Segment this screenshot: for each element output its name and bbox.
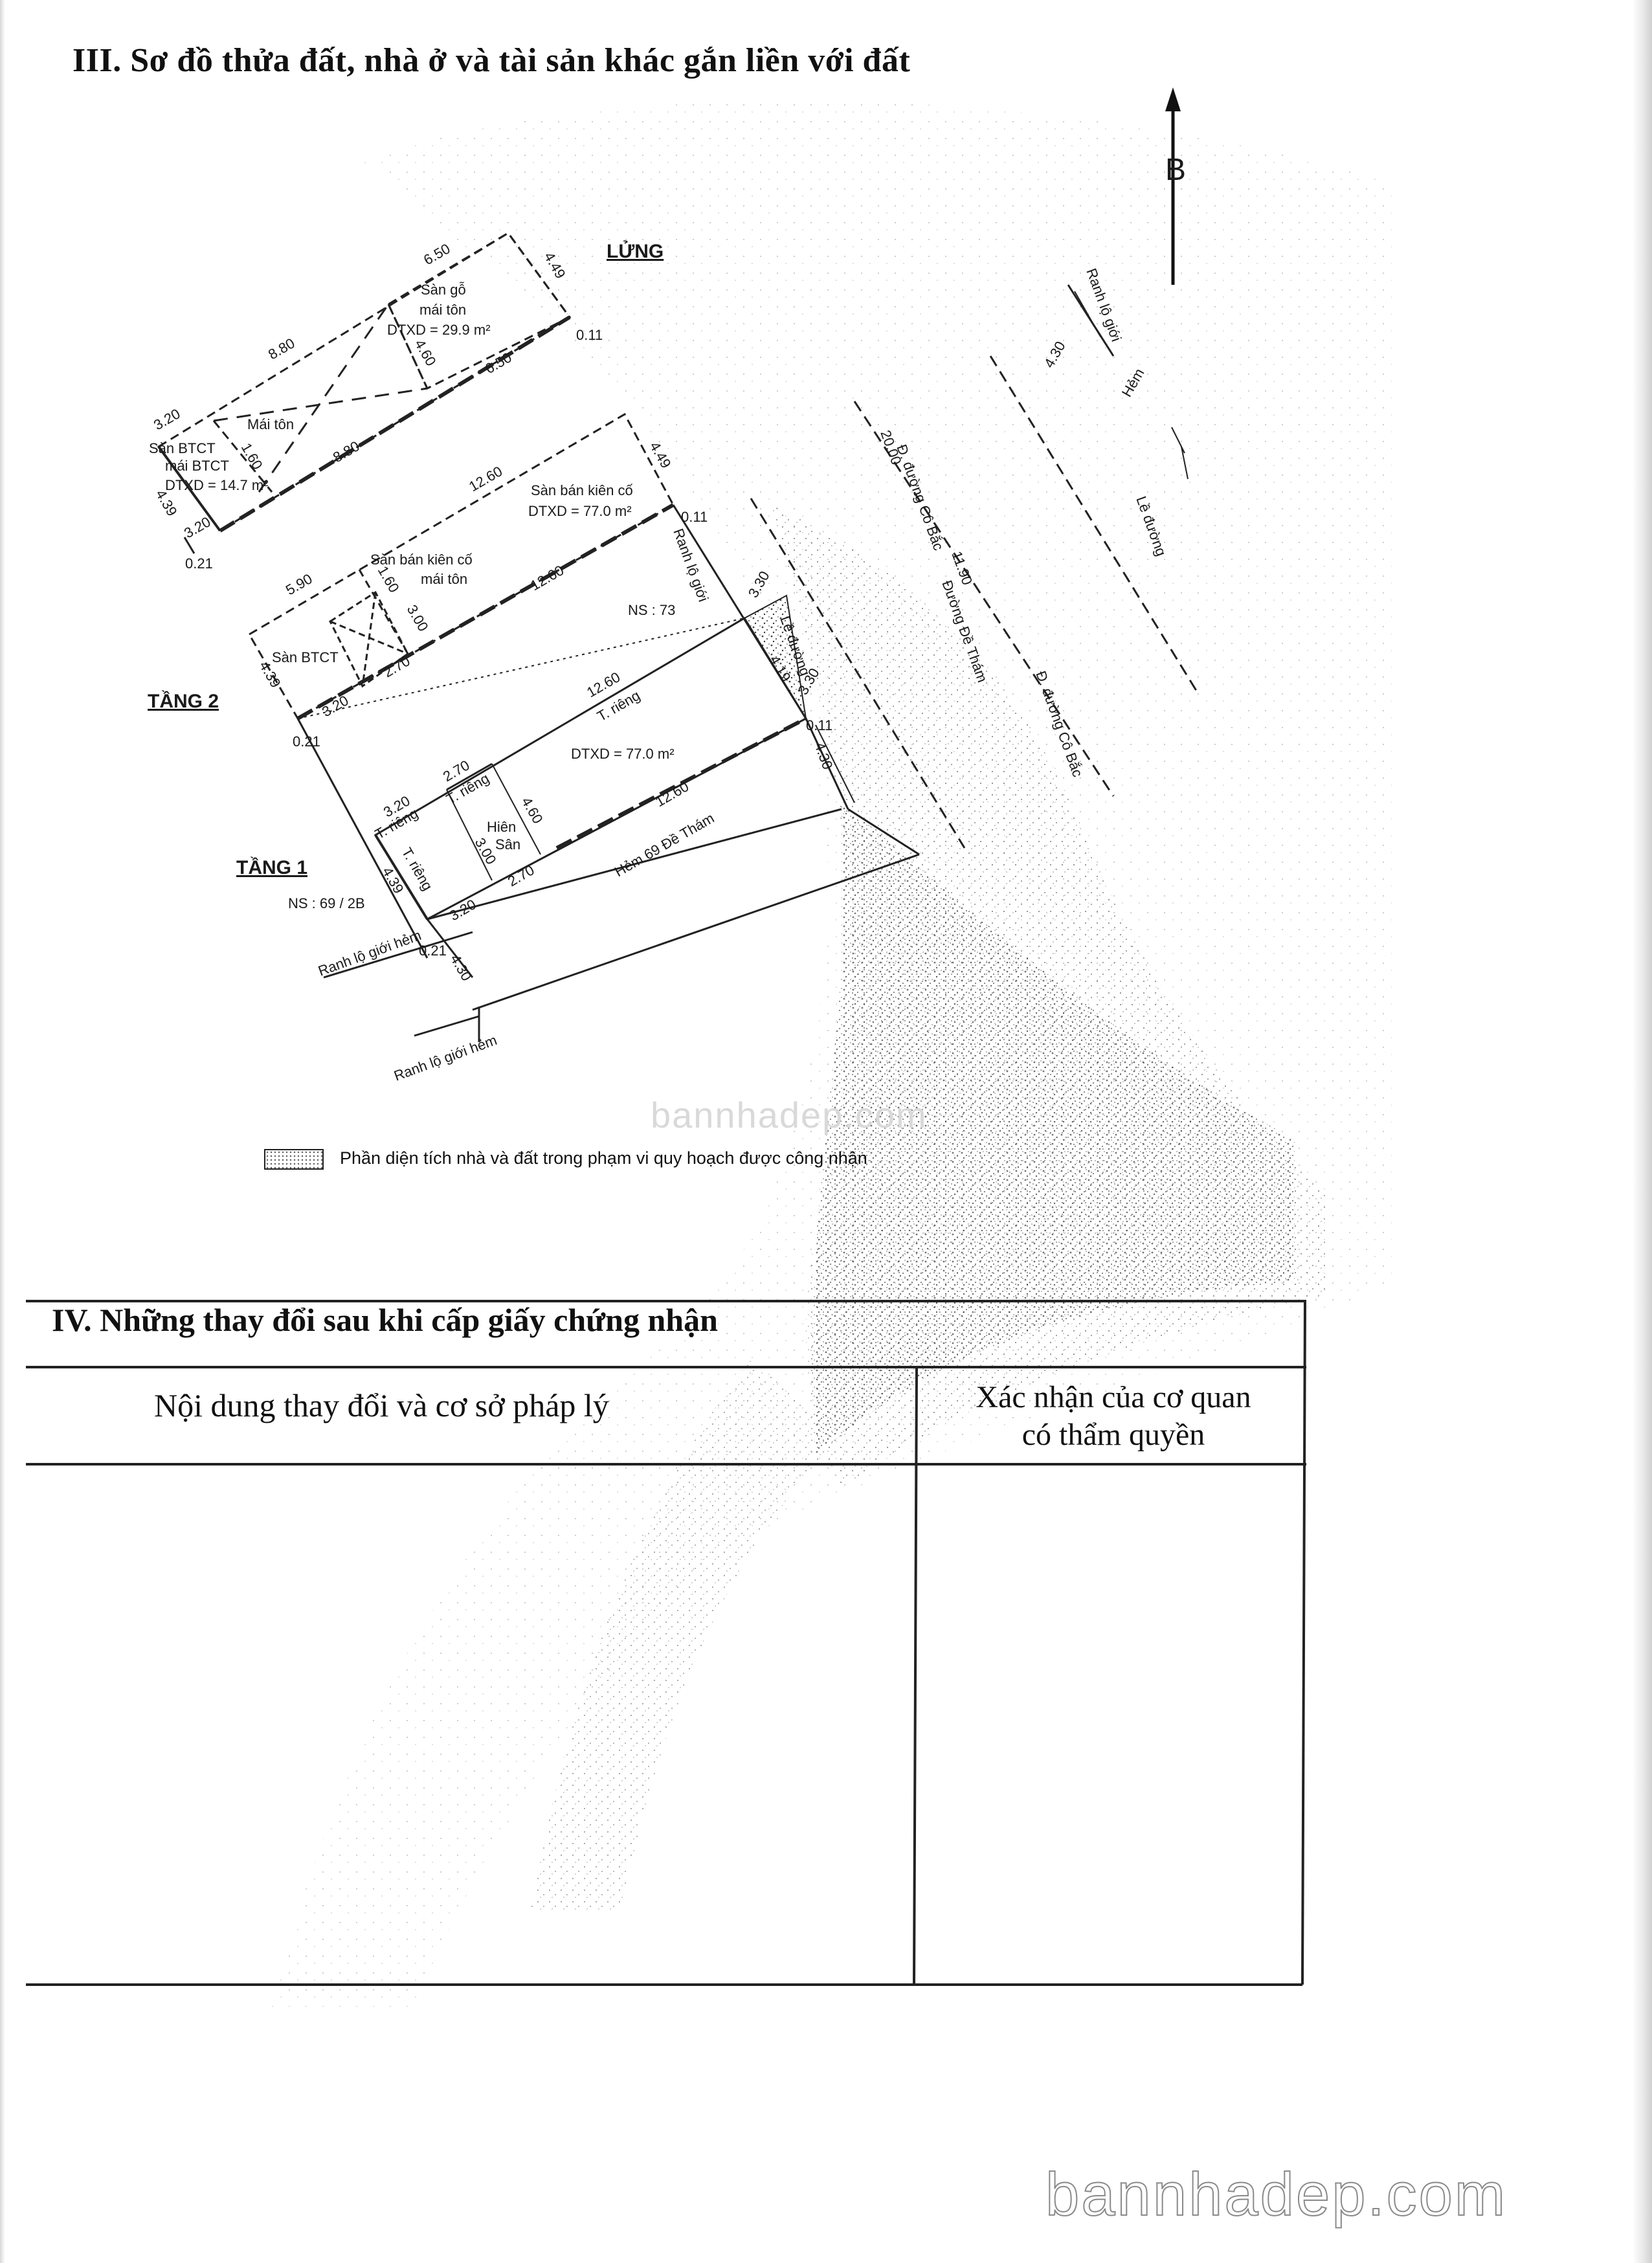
legend-text: Phần diện tích nhà và đất trong phạm vi … xyxy=(340,1148,867,1168)
t2-san-ban-kien-co: Sàn bán kiên cố xyxy=(531,482,633,498)
changes-table-lines xyxy=(26,1300,1306,1986)
t2-san-ban-kien-co-2: Sàn bán kiên cố xyxy=(370,552,473,568)
t1-san: Sân xyxy=(495,836,520,853)
lung-dtxd-b: DTXD = 14.7 m² xyxy=(165,477,269,493)
t2-dim-021: 0.21 xyxy=(293,733,320,750)
t2-mai-ton: mái tôn xyxy=(421,571,467,587)
road-lines xyxy=(750,284,1199,849)
t1-hem: Hẻm 69 Đề Thám xyxy=(612,810,717,880)
lung-dim-320-b: 3.20 xyxy=(181,513,214,541)
t2-dim-300: 3.00 xyxy=(404,602,432,634)
lung-san-go: Sàn gỗ xyxy=(421,282,466,298)
t2-dim-1260-b: 12.60 xyxy=(528,562,566,594)
scan-right-edge xyxy=(1633,0,1652,2263)
north-label: B xyxy=(1165,153,1186,187)
t2-dim-1260-a: 12.60 xyxy=(466,463,505,495)
t1-dtxd: DTXD = 77.0 m² xyxy=(571,746,675,762)
column-header-authority-line1: Xác nhận của cơ quan xyxy=(976,1380,1251,1414)
lung-mai-btct: mái BTCT xyxy=(165,458,229,474)
section-4-title: IV. Những thay đổi sau khi cấp giấy chứn… xyxy=(52,1302,718,1338)
t1-dim-430: 4.30 xyxy=(447,952,475,984)
floor-lung-drawing xyxy=(157,231,572,554)
section-3-title: III. Sơ đồ thửa đất, nhà ở và tài sản kh… xyxy=(73,42,911,79)
lung-dim-880-top: 8.80 xyxy=(265,335,298,362)
t1-dim-270-b: 2.70 xyxy=(505,862,537,889)
t1-ranh-lo-gioi-hem-b: Ranh lộ giới hẻm xyxy=(392,1032,499,1084)
lung-dim-320-a: 3.20 xyxy=(151,405,183,433)
t2-dim-320: 3.20 xyxy=(319,692,352,720)
stipple-shading-dense xyxy=(812,803,1295,1456)
watermark-bottom: bannhadep.com xyxy=(1045,2159,1508,2229)
north-arrow-icon xyxy=(1165,87,1181,285)
legend-swatch xyxy=(264,1149,324,1170)
t1-dim-1260-a: 12.60 xyxy=(584,669,623,700)
t1-dim-439: 4.39 xyxy=(379,864,407,897)
lung-san-btct: Sàn BTCT xyxy=(149,440,216,456)
t2-dtxd: DTXD = 77.0 m² xyxy=(528,503,632,519)
t1-hien: Hiên xyxy=(487,819,516,835)
scan-left-edge xyxy=(0,0,5,2263)
t1-ranh-lo-gioi-hem-a: Ranh lộ giới hẻm xyxy=(316,927,423,979)
t2-dim-011: 0.11 xyxy=(681,509,708,525)
road-dim-011: 0.11 xyxy=(806,717,832,733)
t1-dim-1260-b: 12.60 xyxy=(653,778,691,810)
t1-ns: NS : 69 / 2B xyxy=(288,895,365,911)
column-header-authority: Xác nhận của cơ quan có thẩm quyền xyxy=(919,1379,1308,1454)
t2-san-btct: Sàn BTCT xyxy=(272,649,339,665)
column-header-authority-line2: có thẩm quyền xyxy=(1021,1418,1205,1452)
t2-dim-590: 5.90 xyxy=(283,570,315,598)
lung-mai-ton-b: Mái tôn xyxy=(247,416,294,432)
t2-dim-160: 1.60 xyxy=(375,563,403,596)
floor-label-tang1: TẦNG 1 xyxy=(236,856,307,878)
lung-dim-650-top: 6.50 xyxy=(421,240,453,268)
t1-dim-021: 0.21 xyxy=(419,942,447,959)
column-header-content: Nội dung thay đổi và cơ sở pháp lý xyxy=(154,1387,609,1423)
lung-dim-011-a: 0.11 xyxy=(576,327,603,343)
floor-label-tang2: TẦNG 2 xyxy=(148,690,219,712)
t2-ns: NS : 73 xyxy=(628,602,675,618)
floor-label-lung: LỬNG xyxy=(607,240,664,262)
lung-dtxd-a: DTXD = 29.9 m² xyxy=(387,322,491,338)
floor-1-drawing xyxy=(323,594,920,1042)
watermark-mid: bannhadep.com xyxy=(651,1095,928,1135)
stipple-shading-lower xyxy=(531,1359,842,1910)
stipple-shading-faint xyxy=(272,100,1392,2007)
t2-ranh-lo-gioi: Ranh lộ giới xyxy=(670,526,711,604)
t1-dim-320-b: 3.20 xyxy=(447,896,479,924)
lung-mai-ton-a: mái tôn xyxy=(419,302,466,318)
lung-dim-021-a: 0.21 xyxy=(185,555,213,572)
